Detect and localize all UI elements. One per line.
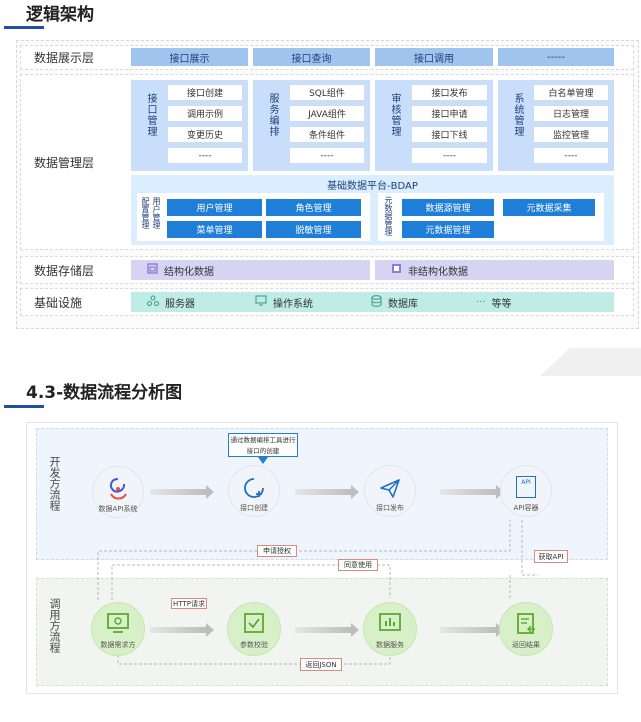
node-interface-create: [228, 465, 280, 517]
section-title-architecture: 逻辑架构: [26, 5, 94, 25]
send-icon: [380, 479, 400, 498]
tag-get-api: 获取API: [534, 550, 568, 563]
management-layer-label: 数据管理层: [34, 155, 95, 170]
call-lane-label: 调用方流程: [48, 598, 61, 653]
group-item: ----: [167, 147, 243, 164]
node-data-service: [363, 602, 417, 656]
group-item: ----: [289, 147, 365, 164]
group-item: 接口下线: [411, 126, 488, 143]
node-return-result: [499, 602, 553, 656]
bdap-button: 元数据采集: [503, 199, 595, 216]
group-title: 审核管理: [389, 93, 400, 137]
tag-agree-use: 同意使用: [338, 559, 378, 571]
group-item: JAVA组件: [289, 105, 365, 122]
monitor-icon: [107, 613, 129, 633]
node-label: 接口创建: [240, 504, 268, 512]
bdap-button: 角色管理: [266, 199, 361, 216]
structured-data-box: 结构化数据: [131, 260, 370, 280]
title-underline: [4, 405, 44, 408]
infra-layer-label: 基础设施: [34, 295, 83, 310]
group-title: 接口管理: [145, 93, 156, 137]
bdap-button: 脱敏管理: [266, 221, 361, 238]
dev-lane-label: 开发方流程: [48, 456, 61, 511]
group-title: 服务编排: [267, 93, 278, 137]
group-item: 接口发布: [411, 84, 488, 101]
node-param-check: [227, 602, 281, 656]
node-api-container: [500, 465, 552, 517]
unstructured-data-box: 非结构化数据: [375, 260, 614, 280]
group-item: 白名单管理: [533, 84, 609, 101]
node-label: API容器: [513, 504, 539, 512]
callout-pointer: [258, 457, 268, 464]
group-item: ----: [411, 147, 488, 164]
node-data-requester: [91, 602, 145, 656]
node-label: 数据API系统: [98, 505, 138, 513]
server-icon: [146, 295, 160, 309]
bdap-right-label: 元数据管理: [384, 196, 393, 236]
bdap-button: 元数据管理: [402, 221, 494, 238]
display-layer-label: 数据展示层: [34, 51, 95, 65]
add-icon: [244, 478, 264, 498]
group-item: 条件组件: [289, 126, 365, 143]
call-flow-arrows: [150, 623, 504, 637]
display-item: -----: [498, 48, 614, 66]
bdap-button: 用户管理: [167, 199, 262, 216]
bdap-title: 基础数据平台-BDAP: [327, 181, 418, 192]
group-item: 变更历史: [167, 126, 243, 143]
node-label: 数据服务: [376, 641, 404, 649]
group-item: 接口创建: [167, 84, 243, 101]
bdap-left-label-a: 配置管理: [141, 197, 150, 229]
check-icon: [244, 613, 264, 633]
tag-http-request: HTTP请求: [171, 598, 207, 609]
group-item: 监控管理: [533, 126, 609, 143]
display-item: 接口展示: [131, 48, 248, 66]
node-label: 返回结果: [512, 641, 540, 649]
document-return-icon: [517, 613, 535, 634]
os-icon: [255, 295, 267, 309]
node-label: 接口发布: [376, 504, 404, 512]
decorative-shape: [540, 348, 641, 376]
title-underline: [4, 26, 44, 29]
api-container-icon: API: [516, 476, 536, 498]
group-item: 调用示例: [167, 105, 243, 122]
infra-item-database: 数据库: [388, 298, 418, 310]
dev-flow-arrows: [150, 485, 504, 499]
structured-data-icon: [147, 263, 158, 277]
structured-data-label: 结构化数据: [164, 266, 214, 278]
unstructured-data-label: 非结构化数据: [408, 266, 468, 278]
data-api-system-icon: [109, 478, 127, 500]
node-label: 数据需求方: [100, 641, 136, 649]
bdap-left-label-b: 用户管理: [152, 197, 161, 229]
bdap-button: 菜单管理: [167, 221, 262, 238]
bdap-button: 数据源管理: [402, 199, 494, 216]
group-item: 接口申请: [411, 105, 488, 122]
infra-item-os: 操作系统: [273, 298, 313, 310]
tag-return-json: 返回JSON: [300, 658, 342, 671]
callout-note: 通过数据编排工具进行接口的创建: [228, 433, 298, 457]
more-icon: ···: [476, 296, 486, 308]
group-item: ----: [533, 147, 609, 164]
display-item: 接口查询: [253, 48, 370, 66]
infra-item-etc: 等等: [491, 298, 512, 310]
group-title: 系统管理: [512, 93, 523, 137]
tag-apply-auth: 申请授权: [257, 545, 297, 557]
group-item: SQL组件: [289, 84, 365, 101]
unstructured-data-icon: [391, 263, 402, 277]
bar-chart-icon: [379, 613, 401, 631]
database-icon: [371, 294, 382, 310]
display-item: 接口调用: [375, 48, 493, 66]
infra-bar: 服务器 操作系统 数据库 ··· 等等: [131, 292, 614, 312]
storage-layer-label: 数据存储层: [34, 263, 95, 278]
node-label: 参数校验: [240, 641, 268, 649]
infra-item-server: 服务器: [165, 298, 195, 310]
section-title-flow: 4.3-数据流程分析图: [26, 383, 183, 403]
group-item: 日志管理: [533, 105, 609, 122]
